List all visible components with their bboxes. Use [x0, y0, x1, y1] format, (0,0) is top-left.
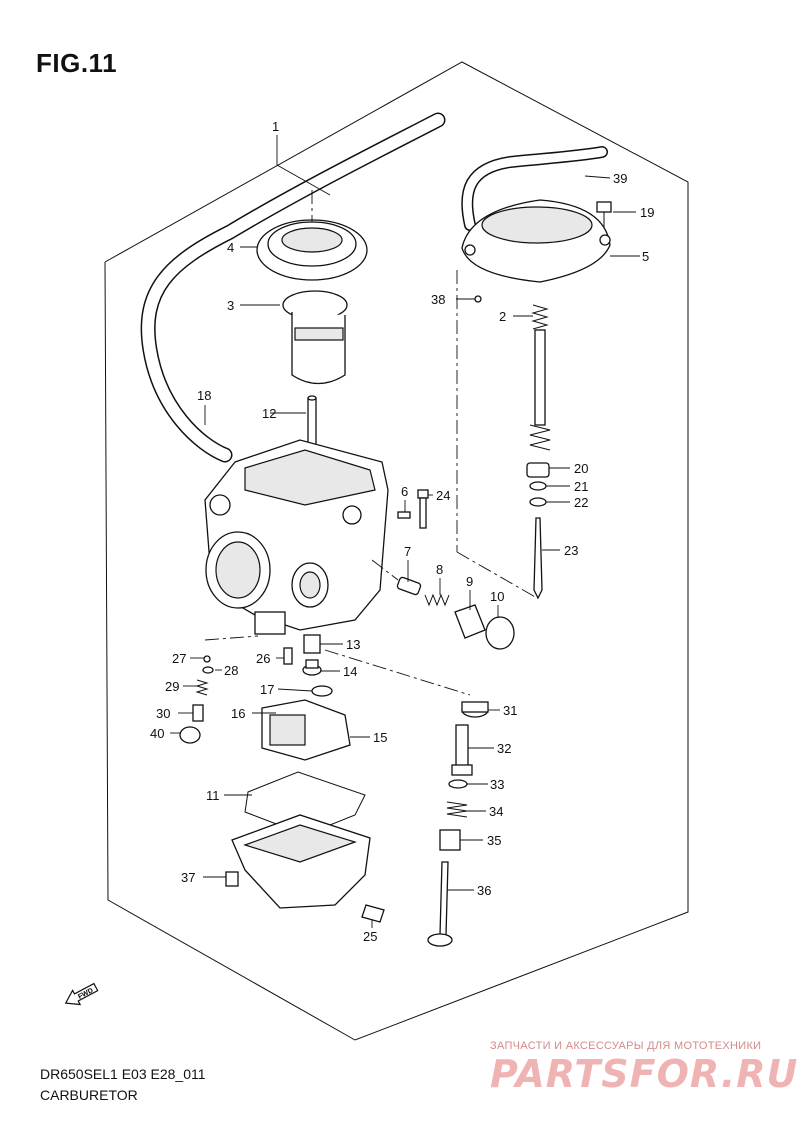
- seal-part-9: [454, 604, 486, 639]
- screw-part-32: [451, 724, 473, 776]
- callout-24: 24: [436, 488, 450, 503]
- part-38: [474, 295, 482, 303]
- top-cap-part-5: [461, 199, 611, 283]
- callout-1: 1: [272, 119, 279, 134]
- watermark-logo: PARTSFOR.RU: [490, 1052, 799, 1096]
- callout-37: 37: [181, 870, 195, 885]
- callout-3: 3: [227, 298, 234, 313]
- callout-36: 36: [477, 883, 491, 898]
- float-bowl: [231, 814, 371, 909]
- callout-13: 13: [346, 637, 360, 652]
- needle-holder-part-20: [526, 462, 550, 478]
- screw-part-19: [596, 201, 612, 228]
- diaphragm-part-4: [256, 219, 368, 281]
- callout-15: 15: [373, 730, 387, 745]
- valve-part-7: [396, 576, 422, 596]
- callout-40: 40: [150, 726, 164, 741]
- screw-part-26: [283, 647, 293, 665]
- fwd-label: FWD: [77, 987, 94, 1001]
- cap-part-40: [179, 726, 201, 744]
- jet-part-14: [302, 659, 322, 676]
- callout-22: 22: [574, 495, 588, 510]
- screw-part-25: [361, 904, 385, 923]
- callout-28: 28: [224, 663, 238, 678]
- washer-part-33: [448, 779, 468, 789]
- sleeve-part-35: [439, 829, 461, 851]
- callout-21: 21: [574, 479, 588, 494]
- screw-part-37: [225, 871, 239, 887]
- callout-23: 23: [564, 543, 578, 558]
- jet-part-13: [303, 634, 321, 654]
- nut-part-31: [461, 701, 489, 718]
- callout-9: 9: [466, 574, 473, 589]
- bolt-part-24: [417, 489, 429, 529]
- callout-18: 18: [197, 388, 211, 403]
- callout-39: 39: [613, 171, 627, 186]
- callout-33: 33: [490, 777, 504, 792]
- carburetor-body: [204, 439, 389, 635]
- callout-26: 26: [256, 651, 270, 666]
- spring-part-29: [195, 679, 209, 696]
- o-ring-part-27: [203, 655, 211, 663]
- leader-lines: [170, 135, 640, 928]
- callout-32: 32: [497, 741, 511, 756]
- callout-17: 17: [260, 682, 274, 697]
- clip-part-21: [529, 481, 547, 491]
- cap-part-10: [485, 616, 515, 650]
- hose-part-18: [140, 112, 446, 463]
- callout-38: 38: [431, 292, 445, 307]
- callout-30: 30: [156, 706, 170, 721]
- callout-27: 27: [172, 651, 186, 666]
- washer-part-28: [202, 666, 214, 674]
- float-part-15: [261, 699, 351, 761]
- callout-20: 20: [574, 461, 588, 476]
- callout-31: 31: [503, 703, 517, 718]
- callout-16: 16: [231, 706, 245, 721]
- spring-part-34: [446, 801, 468, 818]
- callout-29: 29: [165, 679, 179, 694]
- part-name: CARBURETOR: [40, 1087, 138, 1103]
- callout-25: 25: [363, 929, 377, 944]
- callout-34: 34: [489, 804, 503, 819]
- callout-2: 2: [499, 309, 506, 324]
- callout-4: 4: [227, 240, 234, 255]
- o-ring-part-17: [311, 685, 333, 697]
- callout-6: 6: [401, 484, 408, 499]
- watermark-text: ЗАПЧАСТИ И АКСЕССУАРЫ ДЛЯ МОТОТЕХНИКИ: [490, 1040, 762, 1052]
- figure-title: FIG.11: [36, 48, 118, 78]
- callout-5: 5: [642, 249, 649, 264]
- alignment-lines: [204, 190, 538, 696]
- callout-12: 12: [262, 406, 276, 421]
- assembly-boundary: [104, 61, 689, 1041]
- gasket-part-11: [244, 771, 366, 836]
- spring-part-2: [529, 304, 551, 451]
- spring-part-8: [424, 593, 450, 607]
- screw-part-30: [192, 704, 204, 722]
- fwd-arrow-icon: FWD: [64, 982, 99, 1006]
- callout-35: 35: [487, 833, 501, 848]
- jet-needle-part-23: [533, 517, 543, 600]
- callout-11: 11: [206, 788, 220, 803]
- callout-19: 19: [640, 205, 654, 220]
- callout-14: 14: [343, 664, 357, 679]
- screw-part-6: [397, 511, 411, 519]
- callout-10: 10: [490, 589, 504, 604]
- screw-part-36: [427, 861, 453, 947]
- callout-8: 8: [436, 562, 443, 577]
- model-code: DR650SEL1 E03 E28_011: [40, 1066, 206, 1082]
- callout-7: 7: [404, 544, 411, 559]
- washer-part-22: [529, 497, 547, 507]
- piston-part-3: [282, 290, 348, 385]
